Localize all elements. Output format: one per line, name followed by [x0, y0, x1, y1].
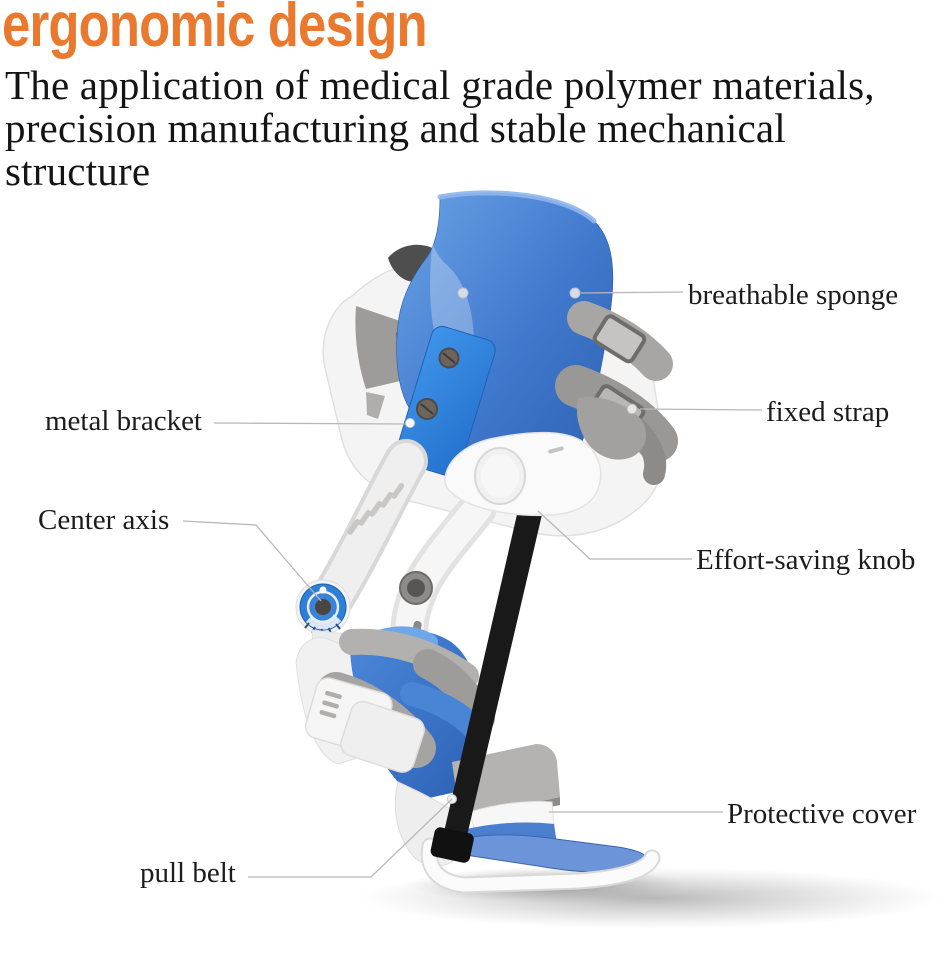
description-line-2: precision manufacturing and stable mecha… [5, 105, 786, 151]
leader-fixed-strap [639, 408, 763, 411]
leader-breathable-sponge [580, 291, 684, 294]
fixed-strap-rivet [626, 403, 638, 415]
description-paragraph: The application of medical grade polymer… [5, 64, 946, 193]
pivot-core [407, 579, 425, 597]
description-line-3: structure [5, 148, 151, 194]
bar-slots [347, 482, 405, 535]
knob-face-inner [481, 454, 519, 498]
knob-dash [548, 446, 564, 454]
frame-rivet [405, 418, 415, 428]
ankle-buckle-plate-2 [340, 700, 425, 773]
foot-plate [450, 834, 649, 873]
page-title: ergonomic design [2, 0, 428, 60]
leader-center-axis [182, 520, 322, 602]
screw-slot [420, 403, 434, 415]
left-strap-patch [355, 306, 409, 389]
cuff-rivet-right [569, 287, 581, 299]
cuff-rivet-left [457, 287, 469, 299]
ankle-pad-bottom [400, 682, 484, 738]
label-protective-cover: Protective cover [727, 798, 917, 830]
effort-saving-knob [444, 431, 602, 517]
fixed-strap [555, 301, 678, 485]
center-axis-dial [295, 579, 351, 636]
sole-rail [422, 839, 659, 892]
leader-metal-bracket [213, 422, 406, 425]
pull-belt [430, 497, 544, 863]
label-metal-bracket: metal bracket [45, 405, 202, 437]
leader-lines [182, 291, 763, 878]
description-line-1: The application of medical grade polymer… [5, 62, 875, 108]
slotted-bar-face [315, 443, 424, 615]
label-effort-saving-knob: Effort-saving knob [696, 544, 916, 576]
label-pull-belt: pull belt [140, 857, 236, 889]
ankle-assembly [295, 626, 495, 800]
dial-marker-dot [319, 586, 327, 594]
leader-effort-saving-knob [537, 510, 692, 560]
label-breathable-sponge: breathable sponge [688, 279, 899, 311]
cuff-rim-light [437, 190, 597, 224]
label-fixed-strap: fixed strap [766, 396, 890, 428]
left-strap-tail [366, 392, 385, 419]
leader-pull-belt [248, 798, 453, 878]
screw-slot [442, 352, 456, 364]
label-center-axis: Center axis [38, 504, 170, 536]
